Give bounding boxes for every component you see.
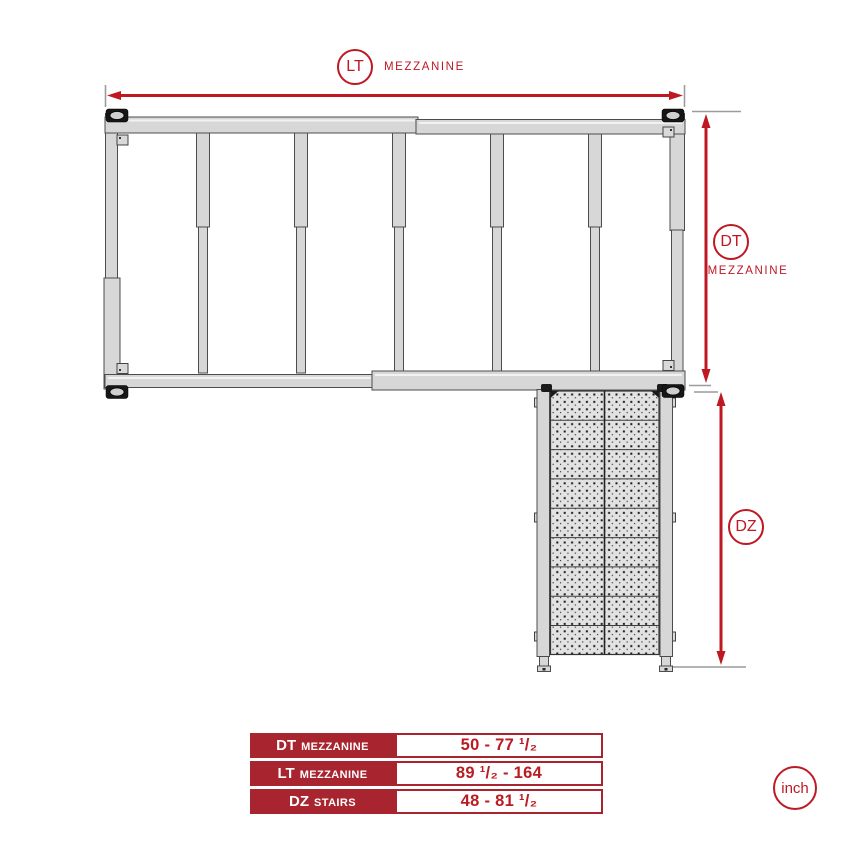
stair-stringer-left bbox=[536, 389, 550, 657]
dz-arrowhead-bottom bbox=[716, 651, 726, 665]
table-row-key: LT MEZZANINE bbox=[250, 761, 395, 786]
dz-code: DZ bbox=[735, 518, 757, 535]
dt-dimension bbox=[689, 110, 741, 393]
dz-arrowhead-top bbox=[716, 392, 726, 406]
table-row: LT MEZZANINE 89 ¹/₂ - 164 bbox=[250, 761, 603, 786]
table-row-value: 50 - 77 ¹/₂ bbox=[395, 733, 603, 758]
dt-code: DT bbox=[720, 233, 742, 250]
corner-bracket-bottom-right bbox=[662, 360, 675, 371]
stairs bbox=[534, 384, 685, 672]
unit-label: inch bbox=[781, 779, 809, 797]
lt-dimension-badge: LT bbox=[337, 49, 373, 85]
mezzanine-frame bbox=[103, 108, 686, 399]
row-code: DZ bbox=[289, 793, 310, 810]
frame-left-beam-upper bbox=[105, 113, 118, 279]
table-row: DZ STAIRS 48 - 81 ¹/₂ bbox=[250, 789, 603, 814]
row-code: LT bbox=[277, 765, 295, 782]
table-row-value: 89 ¹/₂ - 164 bbox=[395, 761, 603, 786]
frame-joists bbox=[196, 132, 602, 374]
lt-arrowhead-right bbox=[669, 91, 683, 100]
row-label: MEZZANINE bbox=[299, 768, 368, 781]
dt-arrowhead-bottom bbox=[701, 369, 711, 383]
unit-badge: inch bbox=[773, 766, 817, 810]
dt-dimension-label: MEZZANINE bbox=[707, 265, 789, 277]
row-label: MEZZANINE bbox=[301, 740, 369, 753]
stair-stringer-right bbox=[659, 389, 673, 657]
dimension-table: DT MEZZANINE 50 - 77 ¹/₂ LT MEZZANINE 89… bbox=[250, 733, 603, 814]
corner-bracket-top-left bbox=[105, 108, 129, 146]
dt-dimension-badge: DT bbox=[713, 224, 749, 260]
lt-dimension bbox=[104, 85, 686, 107]
table-row-value: 48 - 81 ¹/₂ bbox=[395, 789, 603, 814]
stair-hooks bbox=[541, 384, 685, 398]
corner-bracket-bottom-left bbox=[105, 363, 129, 399]
lt-dimension-label: MEZZANINE bbox=[384, 61, 465, 73]
row-label: STAIRS bbox=[314, 796, 356, 809]
frame-bottom-rail-left bbox=[104, 374, 375, 388]
frame-bottom-rail-right bbox=[371, 370, 686, 391]
dt-arrowhead-top bbox=[701, 114, 711, 128]
lt-arrowhead-left bbox=[107, 91, 121, 100]
frame-top-rail-left bbox=[104, 116, 419, 134]
corner-bracket-top-right bbox=[661, 108, 685, 138]
row-code: DT bbox=[276, 737, 297, 754]
lt-code: LT bbox=[346, 58, 364, 75]
dz-dimension-badge: DZ bbox=[728, 509, 764, 545]
dz-dimension bbox=[673, 392, 746, 668]
table-row: DT MEZZANINE 50 - 77 ¹/₂ bbox=[250, 733, 603, 758]
table-row-key: DT MEZZANINE bbox=[250, 733, 395, 758]
frame-top-rail-right bbox=[415, 119, 686, 135]
table-row-key: DZ STAIRS bbox=[250, 789, 395, 814]
